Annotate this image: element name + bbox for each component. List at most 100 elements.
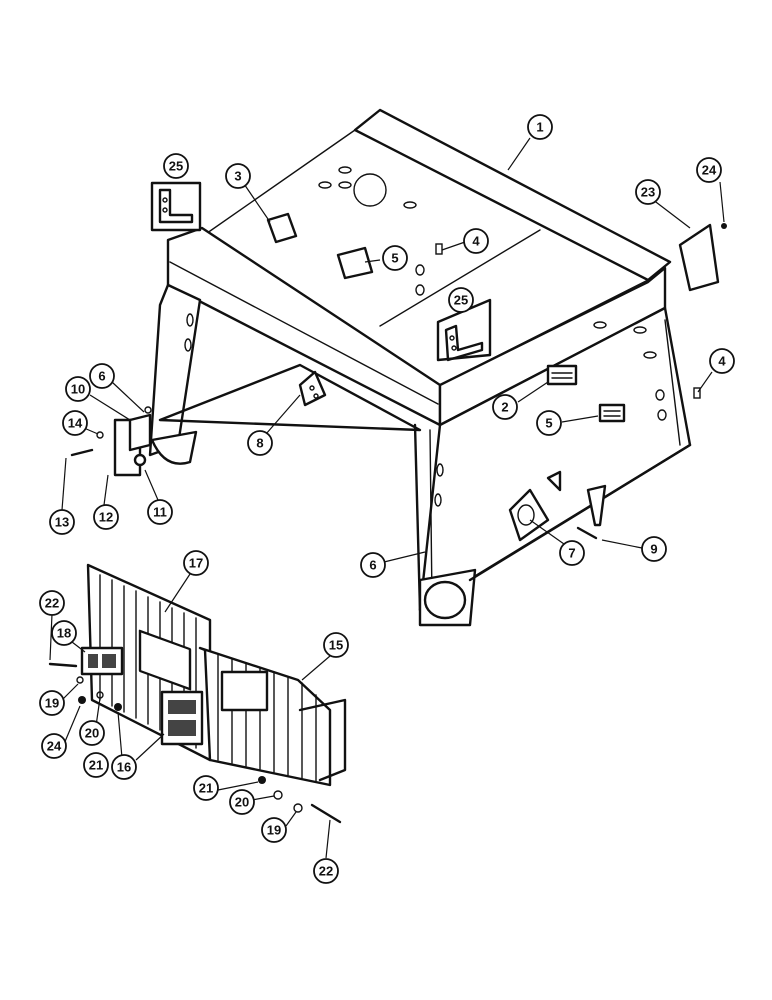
callout-25-upper: 25 xyxy=(163,153,189,179)
callout-7: 7 xyxy=(559,540,585,566)
svg-text:14: 14 xyxy=(68,416,83,431)
svg-text:20: 20 xyxy=(85,726,99,741)
svg-text:21: 21 xyxy=(89,758,103,773)
callout-13: 13 xyxy=(49,509,75,535)
callout-12: 12 xyxy=(93,504,119,530)
svg-text:17: 17 xyxy=(189,556,203,571)
svg-text:3: 3 xyxy=(234,169,241,184)
bracket-25-upper xyxy=(150,181,202,232)
svg-text:19: 19 xyxy=(267,823,281,838)
svg-text:12: 12 xyxy=(99,510,113,525)
grommet-plate-3 xyxy=(266,212,298,244)
light-16 xyxy=(160,690,204,746)
svg-text:5: 5 xyxy=(545,416,552,431)
svg-text:22: 22 xyxy=(319,864,333,879)
callout-19-left: 19 xyxy=(39,690,65,716)
svg-text:15: 15 xyxy=(329,638,343,653)
washer-14 xyxy=(96,431,104,439)
clip-4-inner xyxy=(435,243,443,255)
svg-text:19: 19 xyxy=(45,696,59,711)
hardware-left xyxy=(48,662,122,711)
grommet-plate-5 xyxy=(336,246,374,280)
left-lower-gusset xyxy=(158,363,422,432)
callout-3: 3 xyxy=(225,163,251,189)
callout-16: 16 xyxy=(111,754,137,780)
svg-text:23: 23 xyxy=(641,185,655,200)
bracket-10 xyxy=(128,413,152,452)
callout-1: 1 xyxy=(527,114,553,140)
callout-9: 9 xyxy=(641,536,667,562)
callout-11: 11 xyxy=(147,499,173,525)
svg-text:25: 25 xyxy=(454,293,468,308)
left-foot xyxy=(150,430,198,465)
callout-6-left: 6 xyxy=(89,363,115,389)
decal-5 xyxy=(598,403,626,423)
screw-24-top xyxy=(721,223,727,229)
svg-text:20: 20 xyxy=(235,795,249,810)
grille-15 xyxy=(198,646,347,787)
callout-5-inner: 5 xyxy=(382,245,408,271)
callout-4-inner: 4 xyxy=(463,228,489,254)
callout-23: 23 xyxy=(635,179,661,205)
callout-24-right: 24 xyxy=(696,157,722,183)
hardware-right xyxy=(258,776,342,824)
svg-text:1: 1 xyxy=(536,120,543,135)
svg-text:24: 24 xyxy=(47,739,62,754)
callout-17: 17 xyxy=(183,550,209,576)
callout-15: 15 xyxy=(323,632,349,658)
callout-25-center: 25 xyxy=(448,287,474,313)
hinge-assembly-left xyxy=(70,406,152,477)
callout-2: 2 xyxy=(492,394,518,420)
callout-18: 18 xyxy=(51,620,77,646)
svg-text:21: 21 xyxy=(199,781,213,796)
light-18 xyxy=(80,646,124,676)
svg-text:16: 16 xyxy=(117,760,131,775)
hood-frame xyxy=(148,108,692,627)
svg-text:6: 6 xyxy=(369,558,376,573)
svg-text:13: 13 xyxy=(55,515,69,530)
latch-assembly-right xyxy=(508,470,607,542)
svg-text:25: 25 xyxy=(169,159,183,174)
svg-text:18: 18 xyxy=(57,626,71,641)
callout-19-right: 19 xyxy=(261,817,287,843)
callout-20-right: 20 xyxy=(229,789,255,815)
callout-group: 1 2 3 4 4 5 5 6 6 7 8 9 10 11 12 13 14 1… xyxy=(39,114,735,884)
callout-22-left: 22 xyxy=(39,590,65,616)
svg-text:9: 9 xyxy=(650,542,657,557)
nut-6-left xyxy=(144,406,152,414)
svg-text:22: 22 xyxy=(45,596,59,611)
callout-21-right: 21 xyxy=(193,775,219,801)
callout-21-left-real: 21 xyxy=(83,752,109,778)
callout-6-right: 6 xyxy=(360,552,386,578)
right-top-beam xyxy=(438,266,667,427)
svg-text:5: 5 xyxy=(391,251,398,266)
callout-5-right: 5 xyxy=(536,410,562,436)
callout-24-left: 24 xyxy=(41,733,67,759)
svg-text:24: 24 xyxy=(702,163,717,178)
svg-text:8: 8 xyxy=(256,436,263,451)
bracket-25-center xyxy=(436,298,492,362)
latch-hook xyxy=(586,484,607,527)
cover-plate-23 xyxy=(678,223,720,292)
bolt-9 xyxy=(576,526,598,540)
nut-11 xyxy=(133,453,147,467)
svg-text:2: 2 xyxy=(501,400,508,415)
callout-14: 14 xyxy=(62,410,88,436)
svg-text:4: 4 xyxy=(718,354,726,369)
hinge-plate-8 xyxy=(298,370,327,407)
svg-text:6: 6 xyxy=(98,369,105,384)
left-side-panel xyxy=(148,283,202,457)
svg-text:11: 11 xyxy=(153,505,167,520)
callout-8: 8 xyxy=(247,430,273,456)
svg-text:10: 10 xyxy=(71,382,85,397)
svg-text:4: 4 xyxy=(472,234,480,249)
callout-22-right: 22 xyxy=(313,858,339,884)
callout-10: 10 xyxy=(65,376,91,402)
decal-2 xyxy=(546,364,578,386)
latch-bracket-7 xyxy=(508,488,550,542)
callout-20-left: 20 xyxy=(79,720,105,746)
svg-text:7: 7 xyxy=(568,546,575,561)
leader-lines xyxy=(49,137,725,859)
